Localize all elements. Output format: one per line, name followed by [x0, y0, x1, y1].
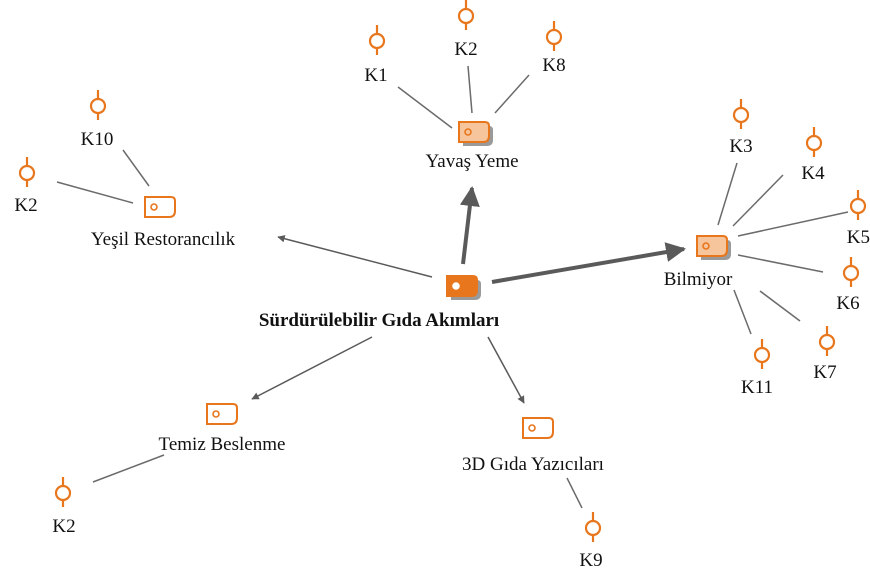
- category-icon-yavas: [458, 121, 493, 146]
- code-icon-bilmiyor-k7: [818, 326, 836, 356]
- code-icon-bilmiyor-k3: [732, 99, 750, 129]
- code-icon-temiz-k2: [54, 477, 72, 507]
- link-bilmiyor-k3: [717, 162, 738, 226]
- code-label-yesil-k2: K2: [14, 195, 37, 216]
- link-yavas-k8: [494, 74, 530, 114]
- edge-root-yesil: [277, 235, 433, 278]
- category-icon-yesil: [144, 196, 176, 218]
- edge-root-yavas: [459, 186, 480, 265]
- link-bilmiyor-k5: [737, 211, 849, 237]
- code-icon-yesil-k2: [18, 157, 36, 187]
- link-bilmiyor-k4: [732, 174, 784, 227]
- code-icon-bilmiyor-k5: [849, 190, 867, 220]
- root-edges: [251, 186, 686, 404]
- root-label: Sürdürülebilir Gıda Akımları: [259, 310, 499, 331]
- code-label-yavas-k2: K2: [454, 39, 477, 60]
- code-label-bilmiyor-k7: K7: [813, 362, 836, 383]
- code-label-bilmiyor-k5: K5: [847, 227, 870, 248]
- code-label-yavas-k1: K1: [364, 65, 387, 86]
- link-yesil-k10: [122, 149, 150, 187]
- code-icon-yesil-k10: [89, 90, 107, 120]
- category-icon-3d: [522, 417, 554, 439]
- category-label-bilmiyor: Bilmiyor: [664, 269, 733, 290]
- code-links: [56, 65, 849, 509]
- node-icons: [18, 0, 867, 542]
- code-label-3d-k9: K9: [579, 550, 602, 571]
- category-label-3d: 3D Gıda Yazıcıları: [462, 454, 604, 475]
- code-icon-bilmiyor-k6: [842, 257, 860, 287]
- root-document-tag-icon: [446, 275, 481, 300]
- link-yavas-k2: [467, 65, 473, 114]
- link-yesil-k2: [56, 181, 134, 204]
- category-icon-temiz: [206, 403, 238, 425]
- link-3d-k9: [566, 477, 583, 509]
- code-icon-yavas-k8: [545, 21, 563, 51]
- code-icon-bilmiyor-k4: [805, 127, 823, 157]
- link-bilmiyor-k6: [737, 254, 824, 273]
- code-label-temiz-k2: K2: [52, 516, 75, 537]
- link-bilmiyor-k11: [733, 289, 752, 335]
- code-label-bilmiyor-k6: K6: [836, 293, 859, 314]
- code-label-yavas-k8: K8: [542, 55, 565, 76]
- link-bilmiyor-k7: [759, 290, 801, 322]
- link-yavas-k1: [397, 86, 453, 129]
- labels: Sürdürülebilir Gıda Akımları Yavaş Yeme …: [14, 39, 870, 571]
- category-label-yesil: Yeşil Restorancılık: [91, 229, 236, 250]
- category-icon-bilmiyor: [696, 235, 731, 260]
- code-label-bilmiyor-k11: K11: [741, 377, 773, 398]
- edge-root-temiz: [251, 336, 373, 400]
- code-icon-yavas-k1: [368, 25, 386, 55]
- code-icon-yavas-k2: [457, 0, 475, 30]
- code-icon-bilmiyor-k11: [753, 339, 771, 369]
- link-temiz-k2: [92, 454, 165, 483]
- edge-root-3d: [487, 336, 525, 404]
- code-label-yesil-k10: K10: [81, 129, 114, 150]
- category-label-temiz: Temiz Beslenme: [159, 434, 286, 455]
- code-icon-3d-k9: [584, 512, 602, 542]
- edge-root-bilmiyor: [491, 242, 686, 284]
- code-label-bilmiyor-k3: K3: [729, 136, 752, 157]
- category-label-yavas: Yavaş Yeme: [425, 151, 518, 172]
- code-label-bilmiyor-k4: K4: [801, 163, 825, 184]
